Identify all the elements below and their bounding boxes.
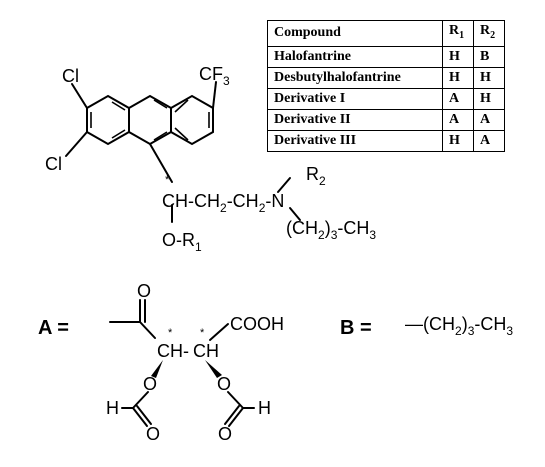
- butyl-label: (CH2)3-CH3: [286, 218, 376, 242]
- chiral-star-a2: *: [200, 327, 205, 339]
- cell-r2: A: [473, 129, 505, 152]
- table-header-row: Compound R1 R2: [267, 20, 505, 47]
- chlorine-top-label: Cl: [62, 66, 79, 86]
- substituent-a-label: A =: [38, 317, 69, 339]
- side-chain-label: CH-CH2-CH2-N: [162, 191, 284, 215]
- chiral-star-a1: *: [168, 327, 173, 339]
- header-r1: R1: [442, 20, 474, 47]
- ester-o-label-2: O: [217, 374, 231, 394]
- formyl-h-label-2: H: [258, 398, 271, 418]
- formyl-o-label-1: O: [146, 424, 160, 444]
- header-r2: R2: [473, 20, 505, 47]
- formyl-o-label-2: O: [218, 424, 232, 444]
- table-row: Halofantrine H B: [267, 45, 505, 68]
- cooh-label: COOH: [230, 314, 284, 334]
- formyl-h-label-1: H: [106, 398, 119, 418]
- table-row: Derivative III H A: [267, 129, 505, 152]
- ch-label-2: CH: [193, 341, 219, 361]
- phenanthrene-rings: [86, 94, 214, 146]
- o-r1-label: O-R1: [162, 230, 202, 254]
- table-row: Desbutylhalofantrine H H: [267, 66, 505, 89]
- ch-dash-label: -: [183, 341, 189, 361]
- ch-label-1: CH: [157, 341, 183, 361]
- ester-o-label-1: O: [143, 374, 157, 394]
- compound-table: Compound R1 R2 Halofantrine H B Desbutyl…: [267, 20, 505, 152]
- substituent-b-label: B =: [340, 317, 372, 339]
- cell-compound: Derivative III: [267, 129, 443, 152]
- header-compound: Compound: [267, 20, 443, 47]
- table-row: Derivative II A A: [267, 108, 505, 131]
- cell-compound: Desbutylhalofantrine: [267, 66, 443, 89]
- cf3-label: CF3: [199, 64, 230, 88]
- cell-compound: Halofantrine: [267, 45, 443, 68]
- r2-label: R2: [306, 164, 326, 188]
- substituent-b-formula: —(CH2)3-CH3: [405, 314, 513, 338]
- carbonyl-o-label: O: [137, 281, 151, 301]
- chlorine-bottom-label: Cl: [45, 154, 62, 174]
- table-row: Derivative I A H: [267, 87, 505, 110]
- chiral-star: *: [165, 174, 170, 186]
